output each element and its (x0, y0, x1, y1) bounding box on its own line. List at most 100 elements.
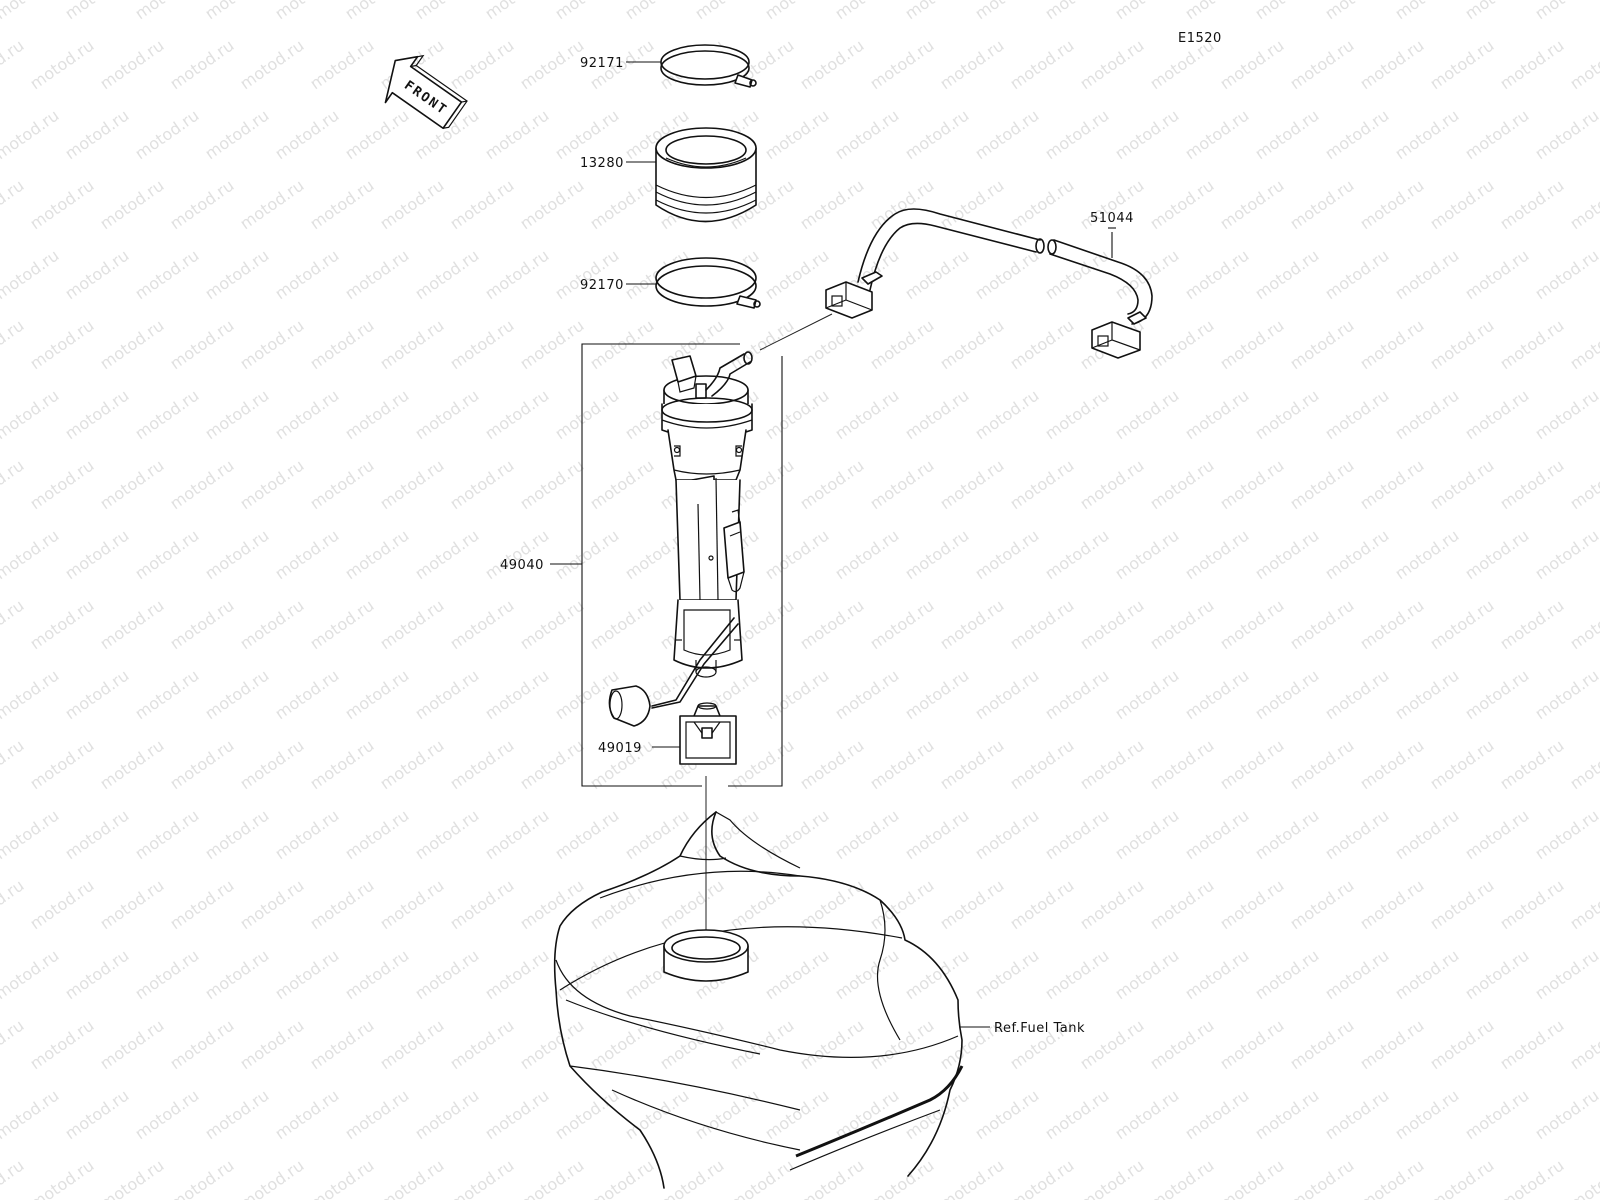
watermark-text: motod.ru (236, 736, 307, 794)
watermark-text: motod.ru (866, 316, 937, 374)
watermark-text: motod.ru (1321, 526, 1392, 584)
watermark-text: motod.ru (1216, 876, 1287, 934)
watermark-text: motod.ru (446, 316, 517, 374)
watermark-text: motod.ru (1461, 1086, 1532, 1144)
watermark-text: motod.ru (236, 456, 307, 514)
watermark-text: motod.ru (1286, 736, 1357, 794)
watermark-text: motod.ru (1216, 316, 1287, 374)
fuel-pump-49040 (608, 351, 753, 727)
watermark-text: motod.ru (0, 1156, 27, 1200)
watermark-text: motod.ru (936, 456, 1007, 514)
watermark-text: motod.ru (306, 876, 377, 934)
watermark-text: motod.ru (1496, 456, 1567, 514)
watermark-text: motod.ru (1426, 876, 1497, 934)
watermark-text: motod.ru (971, 666, 1042, 724)
watermark-text: motod.ru (0, 806, 62, 864)
watermark-text: motod.ru (761, 106, 832, 164)
watermark-text: motod.ru (481, 666, 552, 724)
watermark-text: motod.ru (61, 946, 132, 1004)
watermark-text: motod.ru (61, 0, 132, 23)
watermark-text: motod.ru (1496, 316, 1567, 374)
watermark-text: motod.ru (1391, 526, 1462, 584)
watermark-text: motod.ru (1251, 106, 1322, 164)
watermark-text: motod.ru (1391, 246, 1462, 304)
watermark-text: motod.ru (1041, 1086, 1112, 1144)
watermark-text: motod.ru (1426, 1156, 1497, 1200)
watermark-text: motod.ru (1146, 876, 1217, 934)
watermark-text: motod.ru (1146, 596, 1217, 654)
watermark-text: motod.ru (236, 316, 307, 374)
watermark-text: motod.ru (1391, 1086, 1462, 1144)
watermark-text: motod.ru (1181, 946, 1252, 1004)
watermark-text: motod.ru (831, 0, 902, 23)
watermark-text: motod.ru (1461, 806, 1532, 864)
watermark-text: motod.ru (866, 456, 937, 514)
watermark-text: motod.ru (1286, 316, 1357, 374)
watermark-text: motod.ru (761, 666, 832, 724)
watermark-text: motod.ru (341, 246, 412, 304)
watermark-text: motod.ru (1111, 246, 1182, 304)
watermark-text: motod.ru (61, 386, 132, 444)
watermark-text: motod.ru (901, 0, 972, 23)
watermark-text: motod.ru (971, 1086, 1042, 1144)
part-label-51044: 51044 (1090, 211, 1134, 226)
watermark-text: motod.ru (1496, 596, 1567, 654)
watermark-text: motod.ru (516, 36, 587, 94)
watermark-text: motod.ru (971, 106, 1042, 164)
watermark-text: motod.ru (866, 36, 937, 94)
watermark-text: motod.ru (516, 596, 587, 654)
watermark-text: motod.ru (96, 36, 167, 94)
watermark-text: motod.ru (0, 876, 27, 934)
watermark-text: motod.ru (131, 946, 202, 1004)
watermark-text: motod.ru (1286, 1016, 1357, 1074)
watermark-text: motod.ru (1496, 736, 1567, 794)
watermark-text: motod.ru (761, 526, 832, 584)
watermark-text: motod.ru (1426, 1016, 1497, 1074)
watermark-text: motod.ru (656, 876, 727, 934)
watermark-text: motod.ru (0, 386, 62, 444)
watermark-text: motod.ru (1006, 876, 1077, 934)
watermark-text: motod.ru (1356, 596, 1427, 654)
watermark-text: motod.ru (411, 526, 482, 584)
watermark-text: motod.ru (481, 246, 552, 304)
watermark-text: motod.ru (551, 526, 622, 584)
watermark-text: motod.ru (761, 806, 832, 864)
watermark-text: motod.ru (306, 36, 377, 94)
watermark-text: motod.ru (1181, 0, 1252, 23)
watermark-text: motod.ru (621, 806, 692, 864)
watermark-text: motod.ru (1321, 0, 1392, 23)
watermark-text: motod.ru (1391, 806, 1462, 864)
watermark-text: motod.ru (586, 1156, 657, 1200)
watermark-text: motod.ru (1461, 106, 1532, 164)
watermark-text: motod.ru (446, 176, 517, 234)
watermark-text: motod.ru (236, 36, 307, 94)
watermark-text: motod.ru (481, 526, 552, 584)
clamp-92171 (660, 44, 757, 88)
watermark-text: motod.ru (1076, 1016, 1147, 1074)
watermark-text: motod.ru (1216, 1016, 1287, 1074)
watermark-text: motod.ru (166, 316, 237, 374)
watermark-text: motod.ru (0, 946, 62, 1004)
watermark-text: motod.ru (306, 1156, 377, 1200)
watermark-text: motod.ru (1391, 386, 1462, 444)
watermark-text: motod.ru (1111, 526, 1182, 584)
watermark-text: motod.ru (61, 666, 132, 724)
watermark-text: motod.ru (971, 386, 1042, 444)
watermark-text: motod.ru (586, 1016, 657, 1074)
watermark-text: motod.ru (446, 36, 517, 94)
watermark-text: motod.ru (1251, 0, 1322, 23)
watermark-text: motod.ru (1146, 736, 1217, 794)
watermark-text: motod.ru (1531, 106, 1600, 164)
watermark-text: motod.ru (96, 596, 167, 654)
watermark-text: motod.ru (1041, 526, 1112, 584)
watermark-text: motod.ru (0, 106, 62, 164)
watermark-text: motod.ru (96, 456, 167, 514)
watermark-text: motod.ru (376, 876, 447, 934)
watermark-text: motod.ru (1566, 596, 1600, 654)
watermark-text: motod.ru (1146, 176, 1217, 234)
watermark-text: motod.ru (446, 456, 517, 514)
watermark-text: motod.ru (131, 1086, 202, 1144)
watermark-text: motod.ru (936, 1156, 1007, 1200)
watermark-text: motod.ru (831, 1086, 902, 1144)
